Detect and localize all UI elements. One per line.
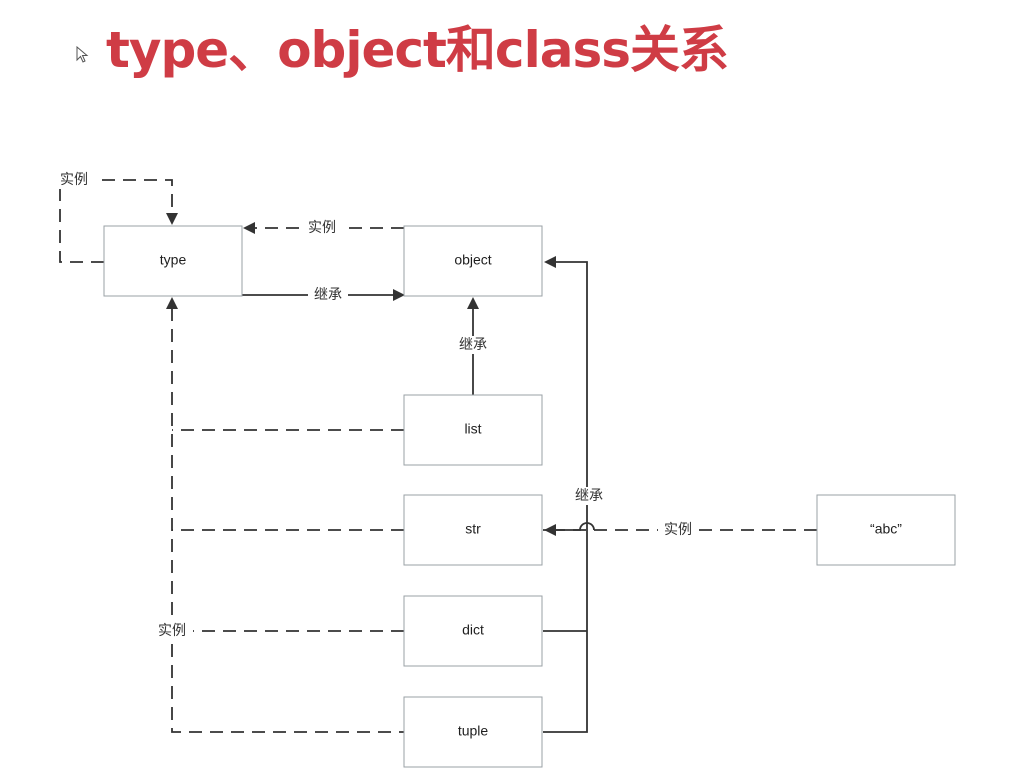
mouse-pointer-icon — [76, 46, 89, 63]
node-dict: dict — [403, 595, 543, 667]
arrowhead-builtins-to-type — [166, 297, 178, 309]
label-builtins-inherit-object: 继承 — [575, 488, 603, 504]
node-str-label: str — [465, 521, 481, 537]
edge-builtins-instance-of-type — [171, 308, 404, 733]
arrowhead-type-self — [166, 213, 178, 225]
arrowhead-list-to-object — [467, 297, 479, 309]
arrowhead-type-to-object — [393, 289, 405, 301]
node-object: object — [403, 225, 543, 297]
node-type-label: type — [160, 252, 187, 268]
arrowhead-abc-to-str — [544, 524, 556, 536]
node-tuple-label: tuple — [458, 723, 489, 739]
node-tuple: tuple — [403, 696, 543, 768]
label-type-inherits-object: 继承 — [314, 287, 342, 303]
node-list-label: list — [464, 421, 481, 437]
node-abc: “abc” — [816, 494, 956, 566]
label-abc-instance-of-str: 实例 — [664, 522, 692, 538]
slide-title: type、object和class关系 — [106, 21, 729, 79]
node-abc-label: “abc” — [870, 521, 902, 537]
node-list: list — [403, 394, 543, 466]
node-str: str — [403, 494, 543, 566]
label-object-instance-of-type: 实例 — [308, 220, 336, 236]
node-type: type — [103, 225, 243, 297]
node-dict-label: dict — [462, 622, 484, 638]
arrowhead-builtins-to-object — [544, 256, 556, 268]
label-builtins-instance-of-type: 实例 — [158, 623, 186, 639]
label-list-inherits-object: 继承 — [459, 337, 487, 353]
label-type-self-instance: 实例 — [60, 172, 88, 188]
node-object-label: object — [454, 252, 491, 268]
arrowhead-object-to-type — [243, 222, 255, 234]
